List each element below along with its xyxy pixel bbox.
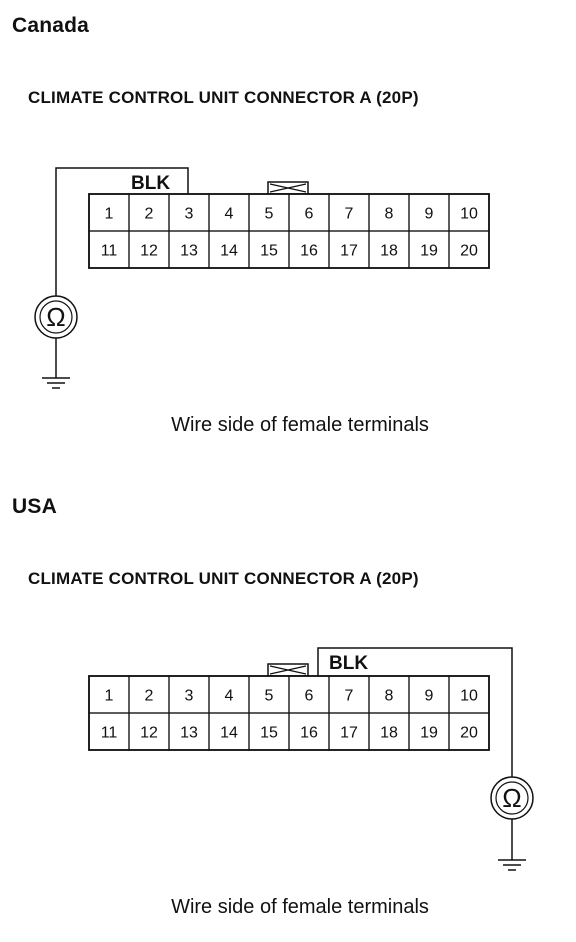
terminal-number: 4 (225, 688, 234, 705)
terminal-number: 13 (180, 725, 198, 742)
terminal-number: 6 (305, 688, 314, 705)
terminal-number: 15 (260, 243, 278, 260)
terminal-number: 6 (305, 206, 314, 223)
terminal-20 (448, 230, 490, 269)
terminal-number: 5 (265, 688, 274, 705)
connector-title-usa: CLIMATE CONTROL UNIT CONNECTOR A (20P) (28, 569, 419, 588)
terminal-number: 3 (185, 206, 194, 223)
terminal-number: 2 (145, 206, 154, 223)
wire-label: BLK (131, 173, 170, 194)
terminal-number: 16 (300, 243, 318, 260)
connector-lock-tab (267, 181, 309, 195)
terminal-number: 10 (460, 206, 478, 223)
region-title-usa: USA (12, 495, 57, 518)
terminal-number: 19 (420, 725, 438, 742)
probe-wire (317, 647, 513, 778)
ohm-symbol: Ω (46, 302, 65, 332)
terminal-number: 9 (425, 206, 434, 223)
terminal-number: 5 (265, 206, 274, 223)
terminal-number: 4 (225, 206, 234, 223)
terminal-number: 18 (380, 243, 398, 260)
terminal-number: 14 (220, 243, 238, 260)
terminal-number: 20 (460, 243, 478, 260)
terminal-number: 7 (345, 206, 354, 223)
terminal-number: 12 (140, 243, 158, 260)
terminal-number: 8 (385, 206, 394, 223)
connector-title-canada: CLIMATE CONTROL UNIT CONNECTOR A (20P) (28, 88, 419, 107)
terminal-number: 11 (101, 725, 118, 742)
terminal-number: 13 (180, 243, 198, 260)
probe-wire (55, 167, 189, 296)
terminal-number: 19 (420, 243, 438, 260)
caption-usa: Wire side of female terminals (171, 896, 429, 918)
terminal-number: 20 (460, 725, 478, 742)
terminal-number: 14 (220, 725, 238, 742)
connector-lock-tab (267, 663, 309, 677)
terminal-20 (448, 712, 490, 751)
ground-icon (42, 377, 70, 389)
terminal-number: 10 (460, 688, 478, 705)
terminal-number: 11 (101, 243, 118, 260)
ohmmeter-icon: Ω (34, 295, 78, 339)
terminal-number: 1 (105, 206, 114, 223)
ohm-symbol: Ω (502, 783, 521, 813)
ground-icon (498, 859, 526, 871)
region-title-canada: Canada (12, 14, 90, 37)
terminal-number: 1 (105, 688, 114, 705)
wire-label: BLK (329, 653, 368, 674)
terminal-number: 16 (300, 725, 318, 742)
terminal-number: 7 (345, 688, 354, 705)
terminal-number: 3 (185, 688, 194, 705)
ohmmeter-icon: Ω (490, 776, 534, 820)
caption-canada: Wire side of female terminals (171, 414, 429, 436)
terminal-number: 12 (140, 725, 158, 742)
terminal-number: 18 (380, 725, 398, 742)
terminal-number: 17 (340, 725, 358, 742)
terminal-number: 9 (425, 688, 434, 705)
terminal-number: 2 (145, 688, 154, 705)
terminal-number: 17 (340, 243, 358, 260)
terminal-number: 8 (385, 688, 394, 705)
terminal-number: 15 (260, 725, 278, 742)
